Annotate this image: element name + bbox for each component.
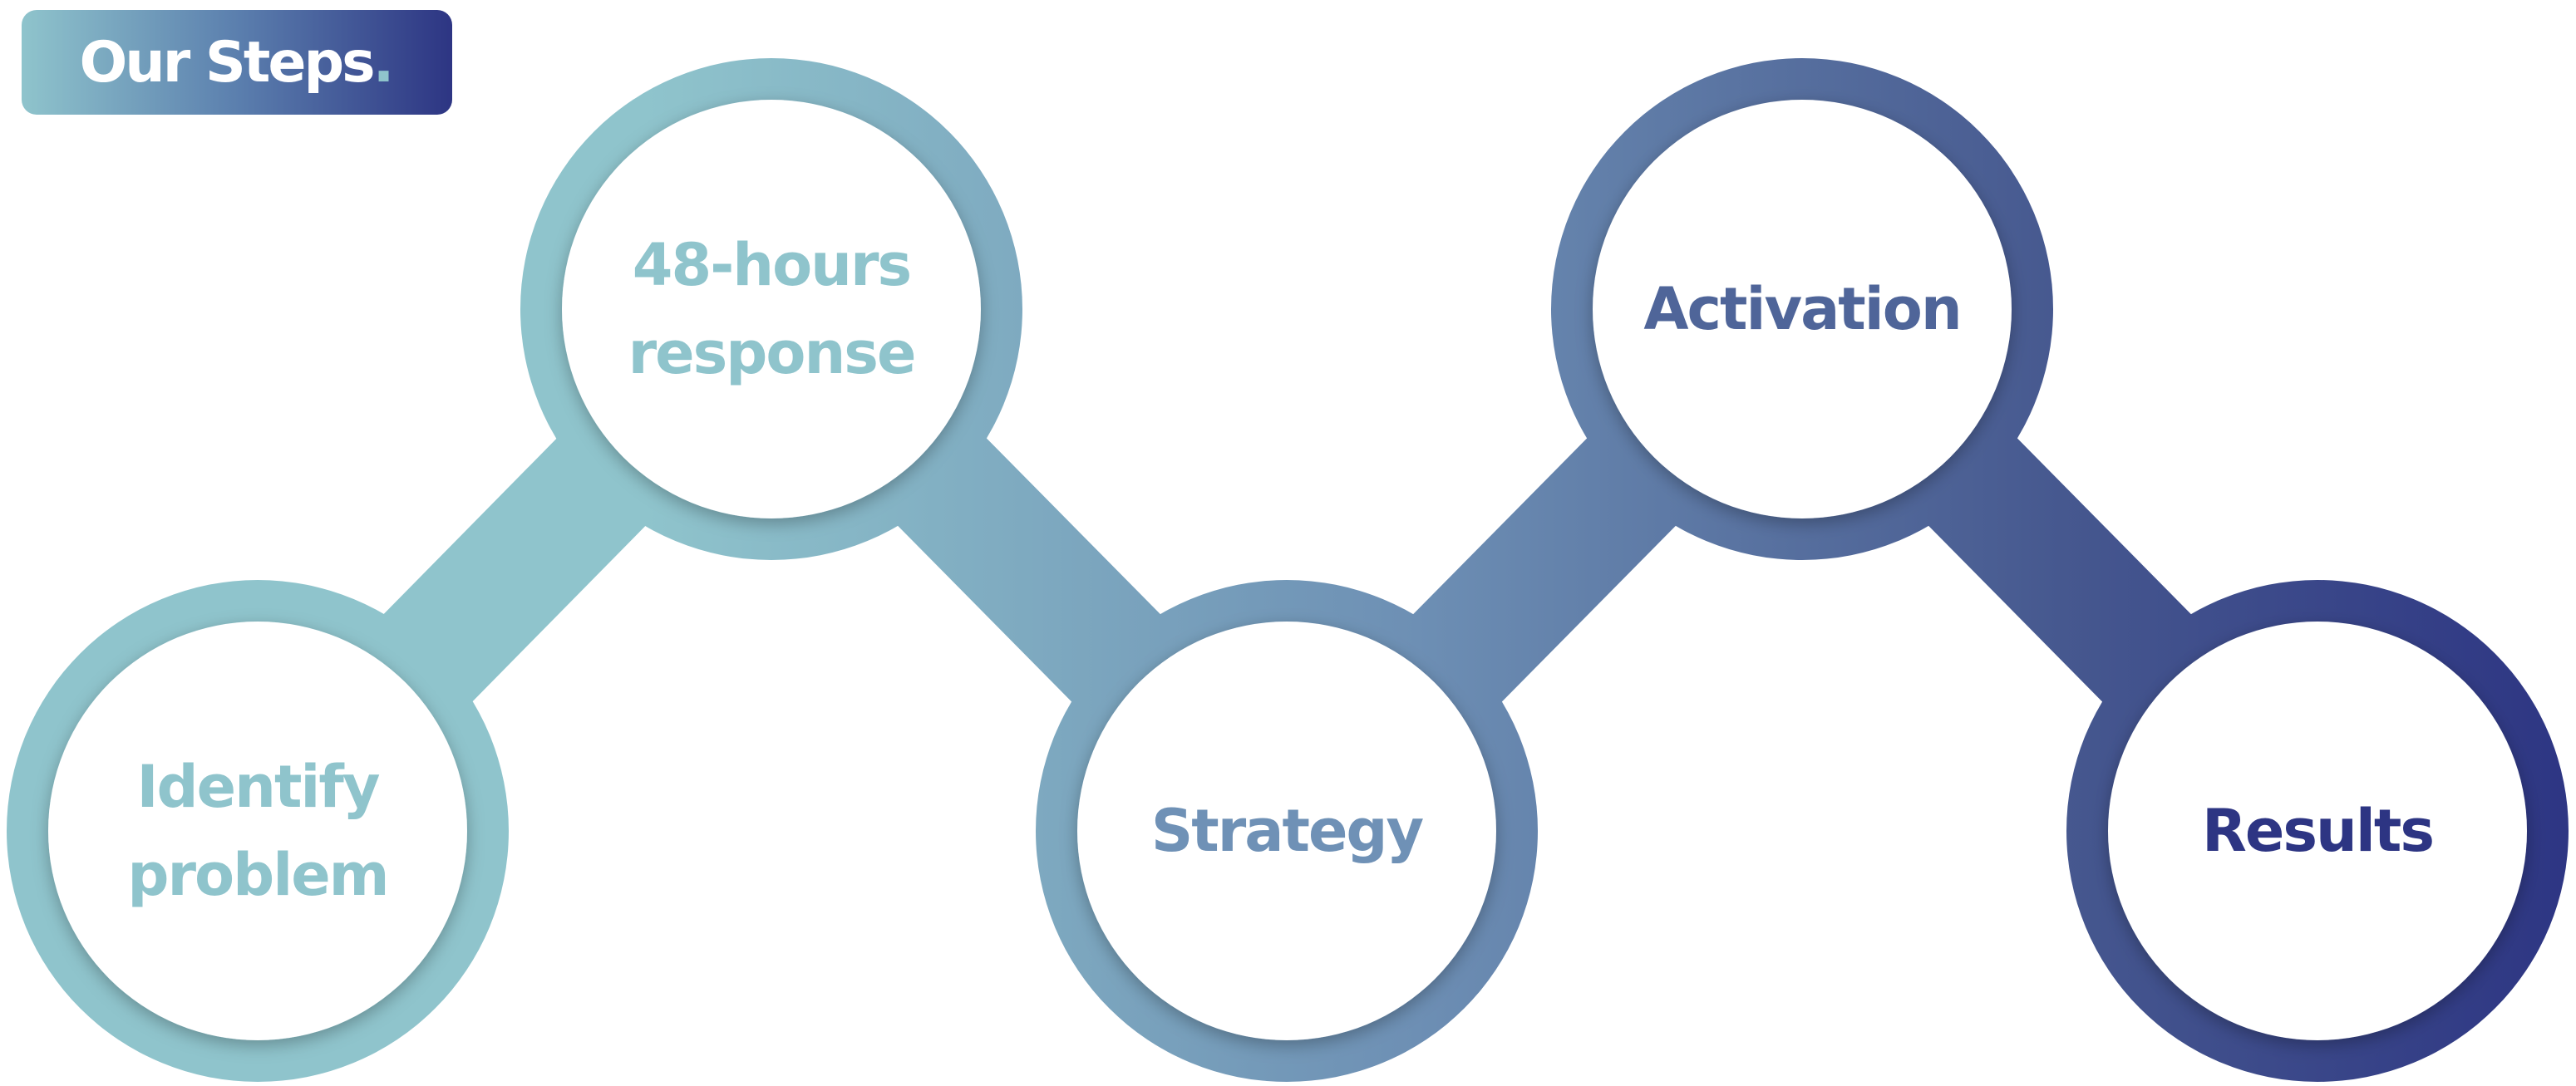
step-label-1-line-2: problem bbox=[127, 841, 387, 909]
step-circle-4 bbox=[1593, 100, 2012, 518]
inner-circle-group bbox=[48, 100, 2527, 1040]
step-circle-3 bbox=[1077, 622, 1496, 1040]
page-title: Our Steps bbox=[79, 29, 375, 96]
step-label-3-line-1: Strategy bbox=[1151, 797, 1424, 865]
title-badge: Our Steps. bbox=[22, 10, 452, 115]
step-label-2-line-2: response bbox=[628, 319, 915, 387]
step-label-5-line-1: Results bbox=[2202, 797, 2433, 865]
step-circle-1 bbox=[48, 622, 467, 1040]
title-dot: . bbox=[372, 29, 395, 96]
step-circle-5 bbox=[2108, 622, 2527, 1040]
step-label-4-line-1: Activation bbox=[1643, 275, 1960, 343]
step-label-2-line-1: 48-hours bbox=[633, 231, 910, 299]
step-label-1-line-1: Identify bbox=[136, 753, 379, 821]
step-circle-2 bbox=[562, 100, 981, 518]
